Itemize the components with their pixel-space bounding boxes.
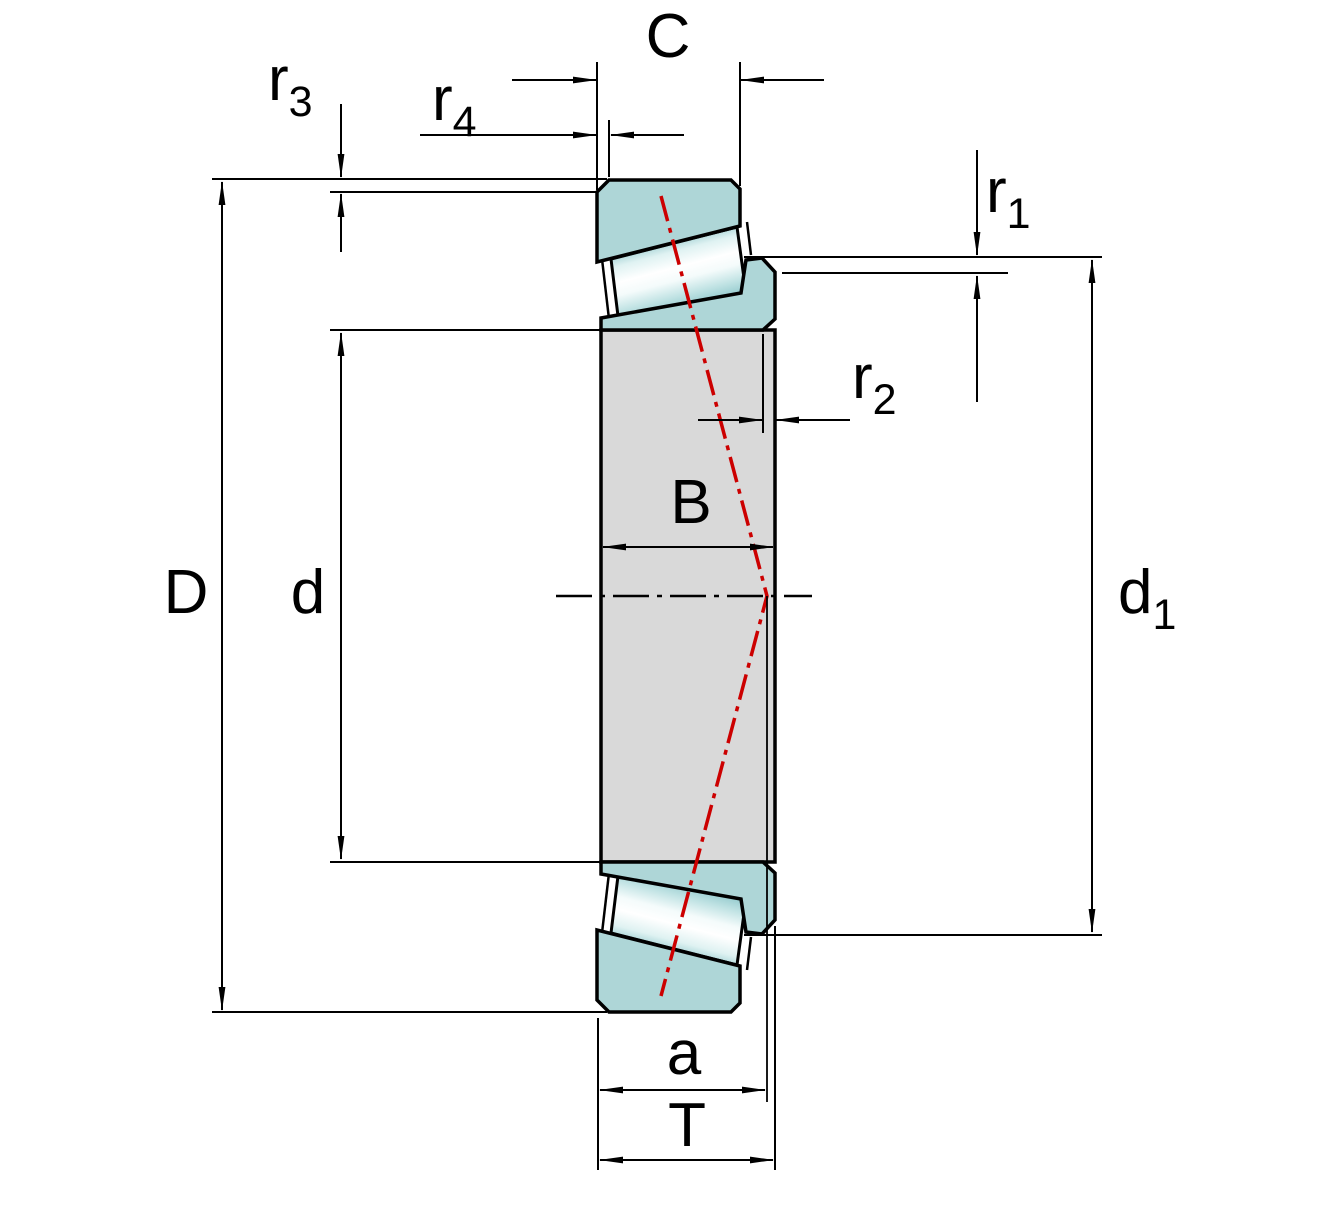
bearing-top-half-section <box>595 178 777 332</box>
dim-rib-diameter-d1 <box>744 256 1102 936</box>
inner-ring-cone-section <box>599 256 777 332</box>
dim-chamfer-r1 <box>782 150 1008 402</box>
label-cone-width-B: B <box>670 468 711 537</box>
label-rib-diameter-d1: d1 <box>1118 558 1176 639</box>
label-bore-diameter-d: d <box>291 558 325 627</box>
label-chamfer-r4: r4 <box>432 65 477 146</box>
dim-total-width-T <box>599 926 776 1170</box>
dim-outer-diameter-D <box>212 178 607 1013</box>
cage-small-end <box>600 258 611 320</box>
label-outer-diameter-D: D <box>164 558 209 627</box>
dim-chamfer-r4 <box>420 120 684 177</box>
dim-bore-diameter-d <box>330 329 600 863</box>
label-chamfer-r3: r3 <box>268 45 313 126</box>
outer-ring-cup-section <box>595 178 742 265</box>
label-cup-width-C: C <box>646 2 691 71</box>
label-total-width-T: T <box>668 1091 706 1160</box>
label-chamfer-r2: r2 <box>852 343 897 424</box>
cage-large-end <box>745 221 753 256</box>
dim-pressure-center-a <box>597 1018 766 1170</box>
label-chamfer-r1: r1 <box>986 157 1031 238</box>
dim-cup-width-C <box>512 62 824 190</box>
label-pressure-center-a: a <box>667 1019 702 1088</box>
dim-chamfer-r3 <box>330 104 596 252</box>
dim-chamfer-r2 <box>698 334 850 433</box>
